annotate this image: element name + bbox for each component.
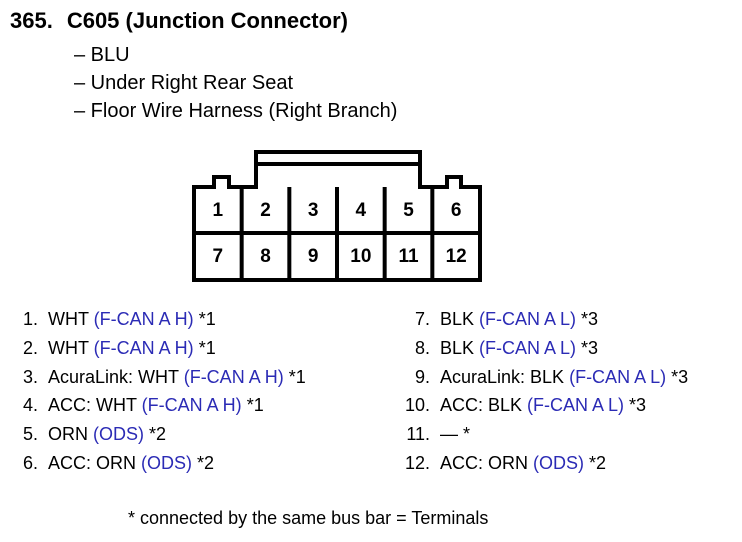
footnote: * connected by the same bus bar = Termin… <box>128 508 489 528</box>
pin-cavity-label: 12 <box>446 246 467 267</box>
pin-row: 3.AcuraLink: WHT (F-CAN A H) *1 <box>22 366 306 387</box>
pin-row: 8.BLK (F-CAN A L) *3 <box>414 337 599 358</box>
connector-number: 365. <box>10 8 53 33</box>
pin-row: 1.WHT (F-CAN A H) *1 <box>22 309 216 329</box>
pin-row: 9.AcuraLink: BLK (F-CAN A L) *3 <box>414 366 689 387</box>
pin-cavity-label: 7 <box>213 246 224 267</box>
pin-row: 11.— * <box>406 424 471 445</box>
pin-cavity-label: 3 <box>308 200 319 221</box>
pin-cavity-label: 1 <box>213 200 224 221</box>
detail-location: – Under Right Rear Seat <box>74 72 294 94</box>
connector-column-dividers <box>239 187 435 280</box>
pin-row: 10.ACC: BLK (F-CAN A L) *3 <box>404 395 647 416</box>
pin-list-right: 7.BLK (F-CAN A L) *3 8.BLK (F-CAN A L) *… <box>0 305 688 478</box>
pin-row: 7.BLK (F-CAN A L) *3 <box>414 309 599 329</box>
pin-row: 2.WHT (F-CAN A H) *1 <box>22 337 216 358</box>
pin-row: 6.ACC: ORN (ODS) *2 <box>22 452 215 473</box>
page-title: 365. C605 (Junction Connector) <box>10 8 348 34</box>
connector-housing <box>192 150 482 282</box>
pin-cavity-label: 5 <box>403 200 414 221</box>
pin-cavity-label: 9 <box>308 246 319 267</box>
pin-cavity-label: 6 <box>451 200 462 221</box>
pin-row: 4.ACC: WHT (F-CAN A H) *1 <box>22 395 264 416</box>
pin-cavity-label: 8 <box>260 246 271 267</box>
pin-cavity-label: 11 <box>398 246 419 267</box>
pin-row: 12.ACC: ORN (ODS) *2 <box>404 452 607 473</box>
connector-title: C605 (Junction Connector) <box>66 8 348 33</box>
pin-cavity-label: 4 <box>356 200 367 221</box>
detail-harness: – Floor Wire Harness (Right Branch) <box>74 100 398 122</box>
pin-row: 5.ORN (ODS) *2 <box>22 424 167 445</box>
pin-cavity-label: 10 <box>350 246 371 267</box>
pin-cavity-label: 2 <box>260 200 271 221</box>
detail-color: – BLU <box>74 44 130 66</box>
pin-list-left: 1.WHT (F-CAN A H) *1 2.WHT (F-CAN A H) *… <box>0 305 306 478</box>
